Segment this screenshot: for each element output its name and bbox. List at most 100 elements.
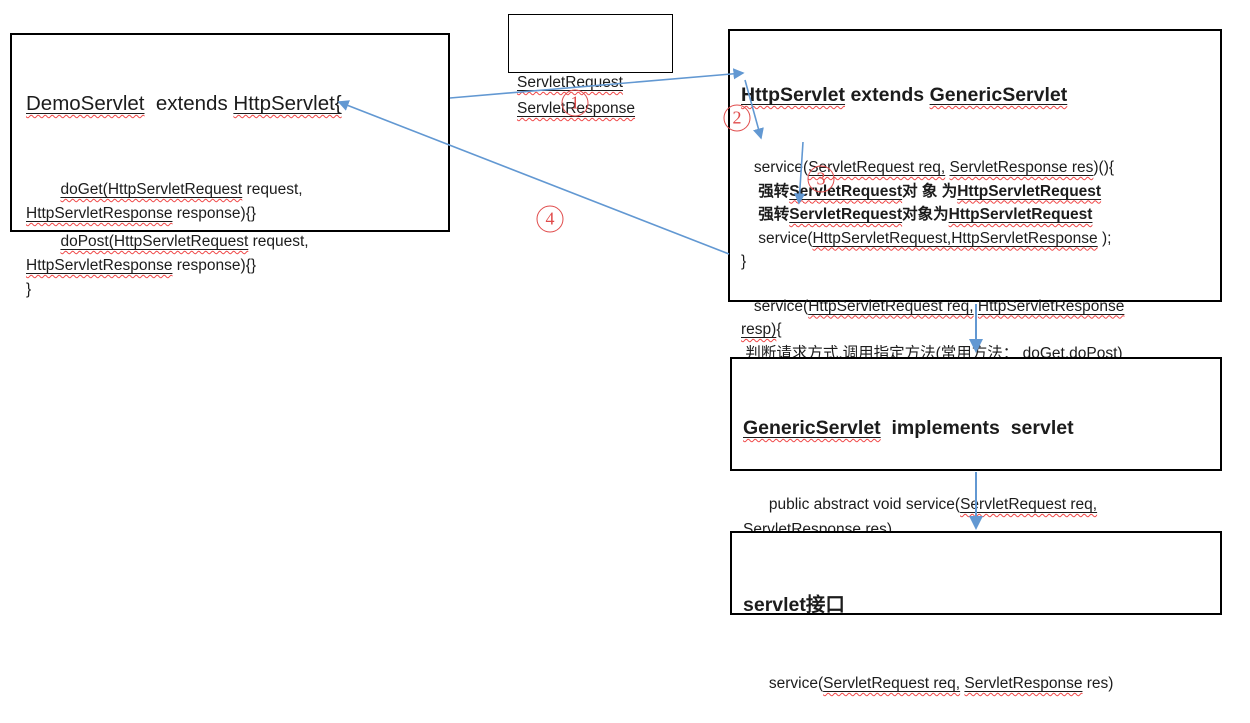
code-line: HttpServletResponse response){}	[26, 254, 434, 278]
code-line: ServletRequest	[517, 70, 664, 96]
code-token-underlined: doPost(HttpServletRequest	[60, 233, 249, 250]
blank-line	[741, 274, 1209, 295]
code-token: GenericServlet	[930, 84, 1068, 106]
code-line: resp){	[741, 318, 1209, 342]
code-token: HttpServletRequest,HttpServletResponse	[813, 230, 1098, 247]
code-token-underlined: HttpServletRequest req,	[808, 297, 974, 315]
generic-servlet-box-title: GenericServlet implements servlet	[743, 415, 1209, 442]
code-token: extends	[144, 92, 234, 115]
code-token: 强转	[741, 206, 790, 223]
code-token: }	[741, 253, 747, 270]
code-line: service(HttpServletRequest req, HttpServ…	[741, 295, 1209, 319]
code-token-underlined: HttpServletRequest,HttpServletResponse	[812, 229, 1098, 247]
step-2-badge: 2	[723, 104, 751, 132]
code-token-underlined: HttpServletResponse	[26, 205, 173, 222]
code-token: request,	[248, 233, 309, 250]
servlet-interface-box: servlet接口 service(ServletRequest req, Se…	[730, 531, 1222, 692]
code-line: HttpServletResponse response){}	[26, 202, 434, 226]
code-token: DemoServlet	[26, 92, 145, 115]
code-line: }	[741, 250, 1209, 274]
code-token: GenericServlet	[743, 417, 881, 439]
code-token: public abstract void service(	[743, 496, 961, 513]
code-line: 强转ServletRequest对象为HttpServletRequest	[741, 203, 1209, 227]
code-token-underlined: ServletRequest	[789, 206, 903, 223]
step-1-badge: 1	[561, 89, 589, 117]
code-token	[26, 181, 60, 198]
code-token: HttpServlet	[741, 84, 845, 106]
http-servlet-box-body: service(ServletRequest req, ServletRespo…	[741, 156, 1209, 389]
code-token: ServletResponse res	[950, 159, 1094, 176]
code-token: extends	[845, 84, 930, 106]
code-token-underlined: ServletRequest req,	[960, 496, 1098, 513]
code-token: servlet接口	[743, 594, 845, 616]
code-token: service(	[741, 229, 813, 247]
code-token: response){}	[172, 205, 257, 222]
code-line: 强转ServletRequest对 象 为HttpServletRequest	[741, 180, 1209, 204]
code-token: implements servlet	[880, 417, 1074, 439]
code-token: ServletRequest	[517, 74, 623, 91]
code-token: 强转	[741, 182, 790, 200]
code-token: ServletRequest req,	[960, 496, 1097, 513]
code-token: service(	[741, 159, 809, 176]
generic-servlet-box: GenericServlet implements servlet public…	[730, 357, 1222, 538]
step-3-badge: 3	[807, 165, 835, 193]
code-token-underlined: HttpServlet	[741, 84, 846, 106]
code-token: HttpServletResponse	[978, 298, 1124, 315]
code-line: service(ServletRequest req, ServletRespo…	[741, 156, 1209, 180]
code-token: ServletResponse	[964, 675, 1082, 692]
code-token: 对 象 为	[902, 182, 958, 200]
code-token-underlined: ServletRequest	[517, 74, 623, 91]
code-token-underlined: DemoServlet	[26, 92, 145, 115]
step-4-badge: 4	[536, 205, 564, 233]
code-token: ServletRequest req,	[823, 675, 960, 692]
code-token: )	[1117, 344, 1123, 362]
code-token-underlined: GenericServlet	[929, 84, 1068, 106]
code-token-underlined: HttpServlet{	[233, 92, 342, 115]
code-token-underlined: HttpServletRequest	[948, 206, 1093, 223]
code-token: service(	[743, 675, 824, 692]
code-token: HttpServletResponse	[26, 257, 172, 274]
code-token: 对象为	[902, 206, 949, 223]
code-token-underlined: GenericServlet	[743, 417, 881, 439]
code-token-underlined: doGet(HttpServletRequest	[60, 181, 243, 198]
code-line: service(ServletRequest req, ServletRespo…	[743, 671, 1209, 697]
code-token-underlined: ServletResponse	[964, 675, 1083, 692]
http-servlet-box: HttpServlet extends GenericServlet servi…	[728, 29, 1222, 385]
code-line: doGet(HttpServletRequest request,	[26, 178, 434, 202]
code-token: service(	[741, 297, 809, 315]
code-token: HttpServletRequest	[957, 183, 1101, 200]
code-token-underlined: ServletResponse res	[949, 159, 1094, 176]
code-token-underlined: HttpServletResponse	[977, 297, 1125, 315]
code-token: )(){	[1093, 159, 1115, 176]
code-token-underlined: ServletRequest req,	[808, 159, 946, 176]
http-servlet-box-title: HttpServlet extends GenericServlet	[741, 82, 1209, 109]
demo-servlet-box: DemoServlet extends HttpServlet{ doGet(H…	[10, 33, 450, 298]
code-token: request,	[242, 181, 303, 198]
code-token: ServletRequest req,	[808, 159, 945, 176]
code-line: public abstract void service(ServletRequ…	[743, 492, 1209, 517]
demo-servlet-box-body: doGet(HttpServletRequest request,HttpSer…	[26, 178, 434, 302]
code-line: service(HttpServletRequest,HttpServletRe…	[741, 227, 1209, 251]
code-token: }	[26, 281, 32, 298]
code-token-underlined: HttpServletResponse	[26, 257, 173, 274]
code-line: doPost(HttpServletRequest request,	[26, 230, 434, 254]
code-token	[26, 233, 60, 250]
code-token-underlined: ServletRequest	[789, 182, 903, 200]
code-line: ServletResponse	[517, 96, 664, 122]
code-token: doGet(HttpServletRequest	[60, 181, 242, 198]
servlet-interface-box-title: servlet接口	[743, 592, 1209, 619]
servlet-interface-box-body: service(ServletRequest req, ServletRespo…	[743, 671, 1209, 697]
code-token: res)	[1082, 675, 1114, 692]
demo-servlet-box-title: DemoServlet extends HttpServlet{	[26, 89, 434, 119]
code-line: }	[26, 278, 434, 302]
code-token: HttpServletResponse	[26, 205, 172, 222]
code-token: HttpServletRequest req,	[808, 298, 973, 315]
code-token-underlined: resp)	[741, 321, 777, 338]
code-token: HttpServletRequest	[949, 206, 1093, 223]
code-token: doPost(HttpServletRequest	[60, 233, 248, 250]
code-token: HttpServlet{	[233, 92, 341, 115]
code-token: ServletRequest	[789, 183, 902, 200]
code-token-underlined: HttpServletRequest	[957, 182, 1102, 200]
